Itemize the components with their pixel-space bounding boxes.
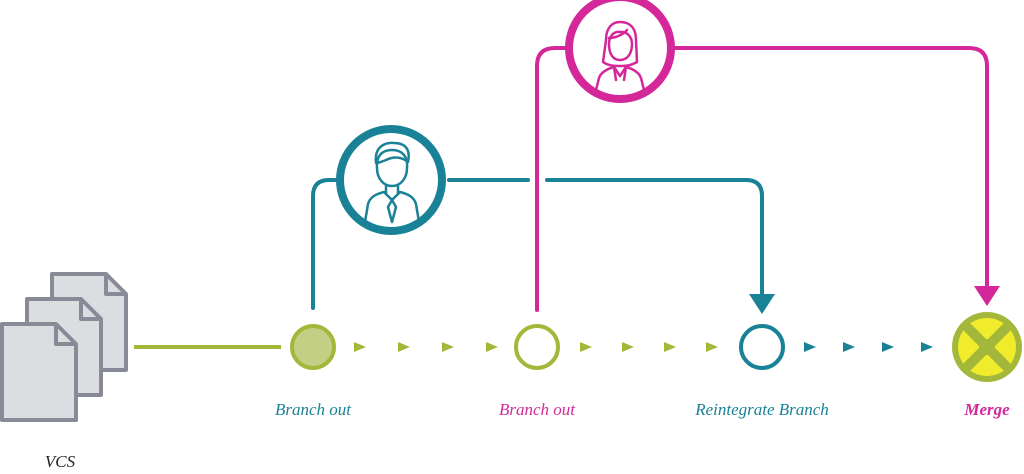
reintegrate-node bbox=[739, 324, 785, 370]
reintegrate-branch-label: Reintegrate Branch bbox=[695, 400, 829, 419]
progress-arrows-1 bbox=[354, 342, 498, 352]
document-stack-icon bbox=[0, 272, 128, 422]
branch-out-label-1: Branch out bbox=[274, 400, 352, 419]
female-user-icon bbox=[565, 0, 675, 103]
magenta-arrowhead bbox=[974, 286, 1000, 306]
male-user-icon bbox=[336, 125, 446, 235]
progress-arrows-2 bbox=[580, 342, 718, 352]
magenta-branch-path bbox=[535, 46, 989, 312]
progress-arrows-3 bbox=[804, 342, 933, 352]
teal-arrowhead bbox=[749, 294, 775, 314]
branch-node-1 bbox=[290, 324, 336, 370]
merge-icon bbox=[952, 312, 1022, 382]
branch-out-label-2: Branch out bbox=[498, 400, 576, 419]
branch-node-2 bbox=[514, 324, 560, 370]
teal-branch-path bbox=[311, 178, 764, 310]
vcs-label: VCS bbox=[44, 452, 76, 471]
merge-label: Merge bbox=[964, 400, 1010, 419]
